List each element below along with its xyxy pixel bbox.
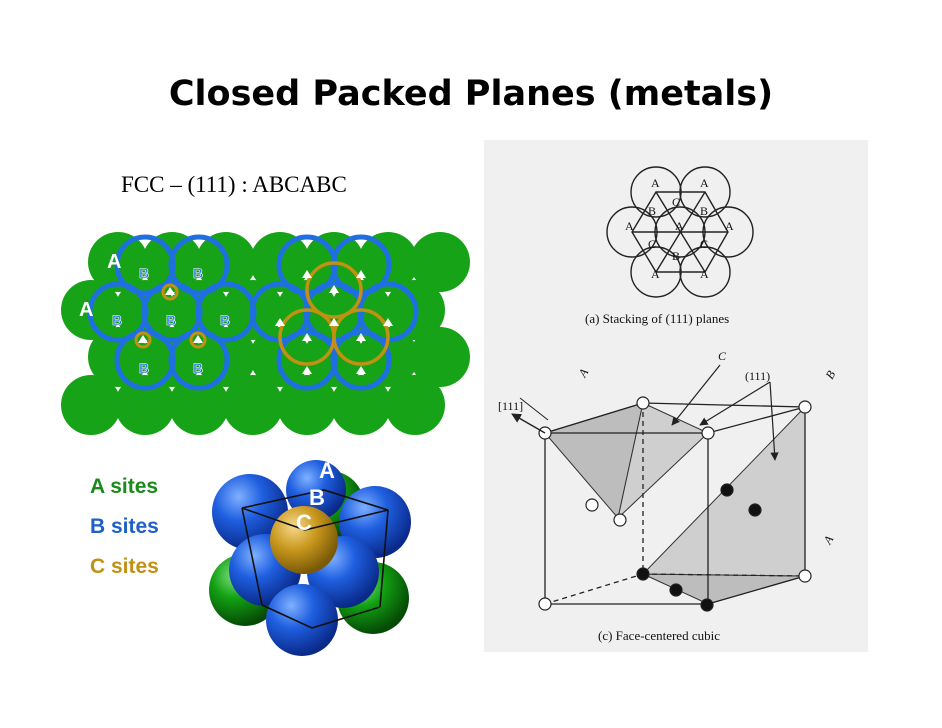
pointer-arrow: [769, 381, 779, 461]
hex-label: A: [651, 267, 660, 281]
legend-a-sites: A sites: [90, 475, 159, 498]
site-marker: [383, 318, 393, 326]
c-site-ring: [332, 308, 390, 366]
hex-label: C: [672, 195, 680, 209]
cube-edge: [261, 604, 381, 629]
hex-label: B: [648, 204, 656, 218]
textbook-figure: A A B C B A A A C B C A A (a) Stacking o…: [484, 140, 868, 652]
hex-label: B: [700, 204, 708, 218]
slide-subtitle: FCC – (111) : ABCABC: [121, 172, 347, 197]
cube-edge: [241, 507, 263, 606]
stacking-diagram: [606, 166, 754, 298]
slide-title: Closed Packed Planes (metals): [168, 74, 774, 114]
cube-edge: [304, 509, 389, 531]
row-label-a: A: [107, 251, 121, 273]
a-atom: [410, 232, 470, 292]
site-marker: [138, 335, 148, 343]
site-marker: [356, 366, 366, 374]
atom-filled: [720, 483, 734, 497]
a-atom: [223, 375, 283, 435]
direction-arrow: [511, 413, 546, 434]
legend-c-sites: C sites: [90, 555, 159, 578]
close-packed-layer: A A B B B B B B B: [61, 232, 470, 435]
site-marker: [329, 318, 339, 326]
site-marker: [302, 270, 312, 278]
cube-edge: [379, 509, 389, 608]
c-site-ring: [305, 261, 363, 319]
fcc-cluster: A B C: [209, 458, 411, 656]
cluster-label-b: B: [309, 485, 325, 510]
hex-label: A: [700, 267, 709, 281]
site-marker: [165, 287, 175, 295]
atom-filled: [700, 598, 714, 612]
site-marker: [356, 270, 366, 278]
b-label: B: [112, 312, 122, 328]
c-site-marker: [189, 331, 207, 349]
b-atom: [286, 460, 346, 520]
hex-label: A: [675, 219, 684, 233]
atom-filled: [669, 583, 683, 597]
b-atom: [266, 584, 338, 656]
a-atom: [115, 375, 175, 435]
caption-c: (c) Face-centered cubic: [598, 628, 720, 643]
pointer-arrow: [699, 381, 771, 426]
c-site-marker: [134, 331, 152, 349]
b-label: B: [220, 312, 230, 328]
b-site-ring: [168, 234, 230, 296]
hex-label: C: [700, 237, 708, 251]
b-label: B: [166, 312, 176, 328]
site-marker: [302, 333, 312, 341]
site-marker: [275, 318, 285, 326]
hex-label: A: [625, 219, 634, 233]
cluster-label-a: A: [319, 458, 335, 483]
site-marker: [302, 366, 312, 374]
b-label: B: [193, 360, 203, 376]
a-atom: [385, 375, 445, 435]
hex-label: B: [672, 249, 680, 263]
side-label: C: [718, 349, 727, 363]
hex-label: C: [648, 237, 656, 251]
pointer-arrow: [671, 364, 721, 426]
atom-open: [585, 498, 599, 512]
legend-b-sites: B sites: [90, 515, 159, 538]
atom-open: [613, 513, 627, 527]
a-atom: [331, 375, 391, 435]
a-atom: [277, 375, 337, 435]
site-marker: [193, 335, 203, 343]
hex-label: A: [651, 176, 660, 190]
hex-label: A: [725, 219, 734, 233]
atom-filled: [636, 567, 650, 581]
leader-line: [519, 397, 549, 421]
a-atom: [169, 375, 229, 435]
b-site-ring: [330, 329, 392, 391]
site-marker: [329, 285, 339, 293]
cluster-label-c: C: [296, 510, 312, 535]
b-label: B: [193, 265, 203, 281]
row-label-a: A: [79, 299, 93, 321]
b-atom: [212, 474, 288, 550]
b-label: B: [139, 360, 149, 376]
hex-label: A: [700, 176, 709, 190]
c-site-marker: [161, 283, 179, 301]
atom-open: [798, 569, 812, 583]
site-marker: [356, 333, 366, 341]
plane-label: (111): [745, 369, 770, 383]
b-label: B: [139, 265, 149, 281]
atom-open: [538, 597, 552, 611]
atom-open: [701, 426, 715, 440]
atom-filled: [748, 503, 762, 517]
atom-open: [798, 400, 812, 414]
cube-edge: [241, 507, 306, 531]
cube-edge: [241, 489, 389, 511]
direction-label: [111]: [498, 399, 523, 413]
a-atom: [61, 375, 121, 435]
a-atom: [410, 327, 470, 387]
atom-open: [636, 396, 650, 410]
caption-a: (a) Stacking of (111) planes: [585, 311, 729, 326]
